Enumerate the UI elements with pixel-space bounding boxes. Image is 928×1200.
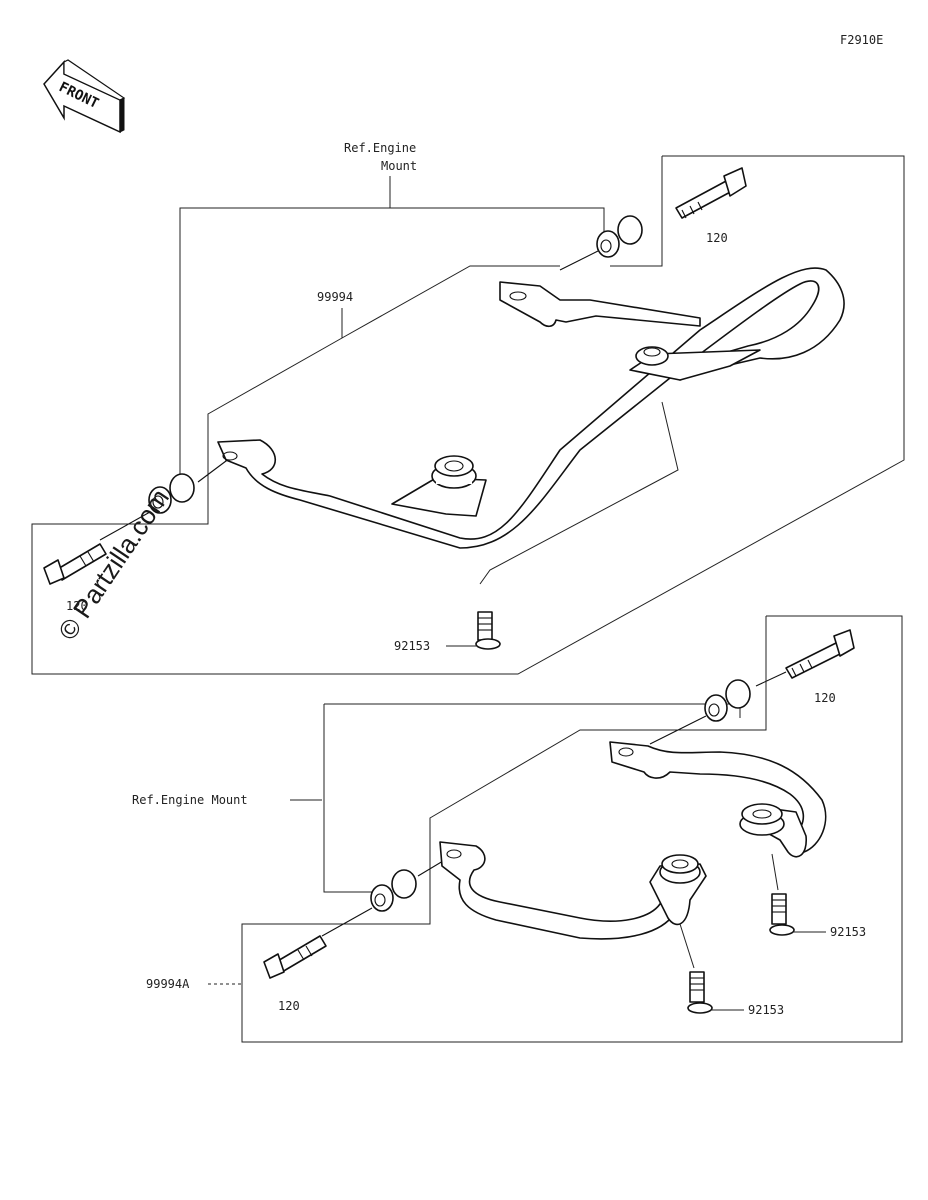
upper-screw xyxy=(475,611,501,650)
lower-engine-guard-bar-right xyxy=(609,741,827,858)
lower-center-screw-part-number: 92153 xyxy=(748,1003,784,1017)
lower-right-screw-part-number: 92153 xyxy=(830,925,866,939)
upper-left-bolt-part-number: 120 xyxy=(66,599,88,613)
lower-assembly: Ref.Engine Mount 99994A 120 xyxy=(132,615,903,1043)
lower-right-screw xyxy=(769,893,795,936)
upper-left-bolt xyxy=(43,543,107,585)
diagram-code: F2910E xyxy=(840,33,883,47)
upper-assembly: Ref.Engine Mount 99994 120 xyxy=(31,141,905,675)
lower-left-bolt xyxy=(263,935,327,979)
upper-screw-part-number: 92153 xyxy=(394,639,430,653)
lower-right-bolt xyxy=(785,629,855,679)
lower-center-screw xyxy=(687,971,713,1014)
lower-left-bolt-part-number: 120 xyxy=(278,999,300,1013)
upper-right-bolt xyxy=(559,167,747,271)
upper-ref-label-line1: Ref.Engine xyxy=(344,141,416,155)
lower-ref-label: Ref.Engine Mount xyxy=(132,793,248,807)
front-direction-arrow-icon: FRONT xyxy=(43,59,126,134)
lower-left-spacer xyxy=(370,869,417,912)
upper-ref-label-line2: Mount xyxy=(381,159,417,173)
lower-engine-guard-bar-left xyxy=(439,841,707,940)
upper-right-bolt-part-number: 120 xyxy=(706,231,728,245)
upper-left-spacer xyxy=(148,473,195,514)
lower-right-bolt-part-number: 120 xyxy=(814,691,836,705)
lower-guard-part-number: 99994A xyxy=(146,977,190,991)
upper-engine-guard-bar xyxy=(217,267,845,549)
upper-guard-part-number: 99994 xyxy=(317,290,353,304)
lower-right-spacer xyxy=(704,679,751,722)
upper-right-spacer xyxy=(596,215,643,258)
